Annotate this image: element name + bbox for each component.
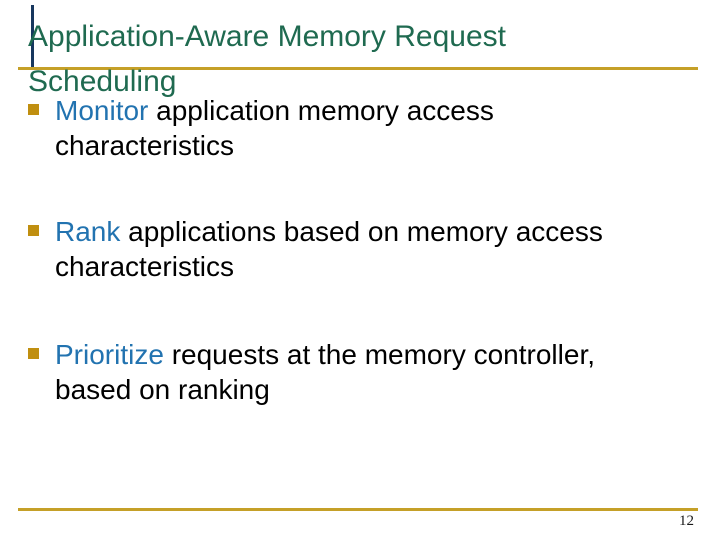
bullet-text: Monitor application memory access charac… <box>55 93 693 163</box>
bullet-item-prioritize: Prioritize requests at the memory contro… <box>28 337 693 407</box>
slide-title-line1: Application-Aware Memory Request <box>28 20 506 53</box>
bullet-square-icon <box>28 348 39 359</box>
title-underline-rule <box>18 67 698 70</box>
slide-title: Application-Aware Memory Request Schedul… <box>28 14 698 104</box>
bullet-keyword: Prioritize <box>55 339 164 370</box>
bullet-line1-rest: requests at the memory controller, <box>171 339 595 370</box>
bullet-keyword: Monitor <box>55 95 149 126</box>
bullet-text: Prioritize requests at the memory contro… <box>55 337 693 407</box>
bullet-square-icon <box>28 104 39 115</box>
bullet-keyword: Rank <box>55 216 121 247</box>
bullet-square-icon <box>28 225 39 236</box>
bullet-item-rank: Rank applications based on memory access… <box>28 214 693 284</box>
slide-title-line2: Scheduling <box>28 65 177 98</box>
bullet-text: Rank applications based on memory access… <box>55 214 693 284</box>
page-number: 12 <box>679 513 694 529</box>
bullet-line2: characteristics <box>55 251 234 282</box>
bullet-line1-rest: applications based on memory access <box>128 216 603 247</box>
bullet-line1-rest: application memory access <box>156 95 494 126</box>
bullet-item-monitor: Monitor application memory access charac… <box>28 93 693 163</box>
footer-rule <box>18 508 698 511</box>
bullet-line2: based on ranking <box>55 374 270 405</box>
bullet-line2: characteristics <box>55 130 234 161</box>
vertical-accent-bar <box>31 5 34 67</box>
